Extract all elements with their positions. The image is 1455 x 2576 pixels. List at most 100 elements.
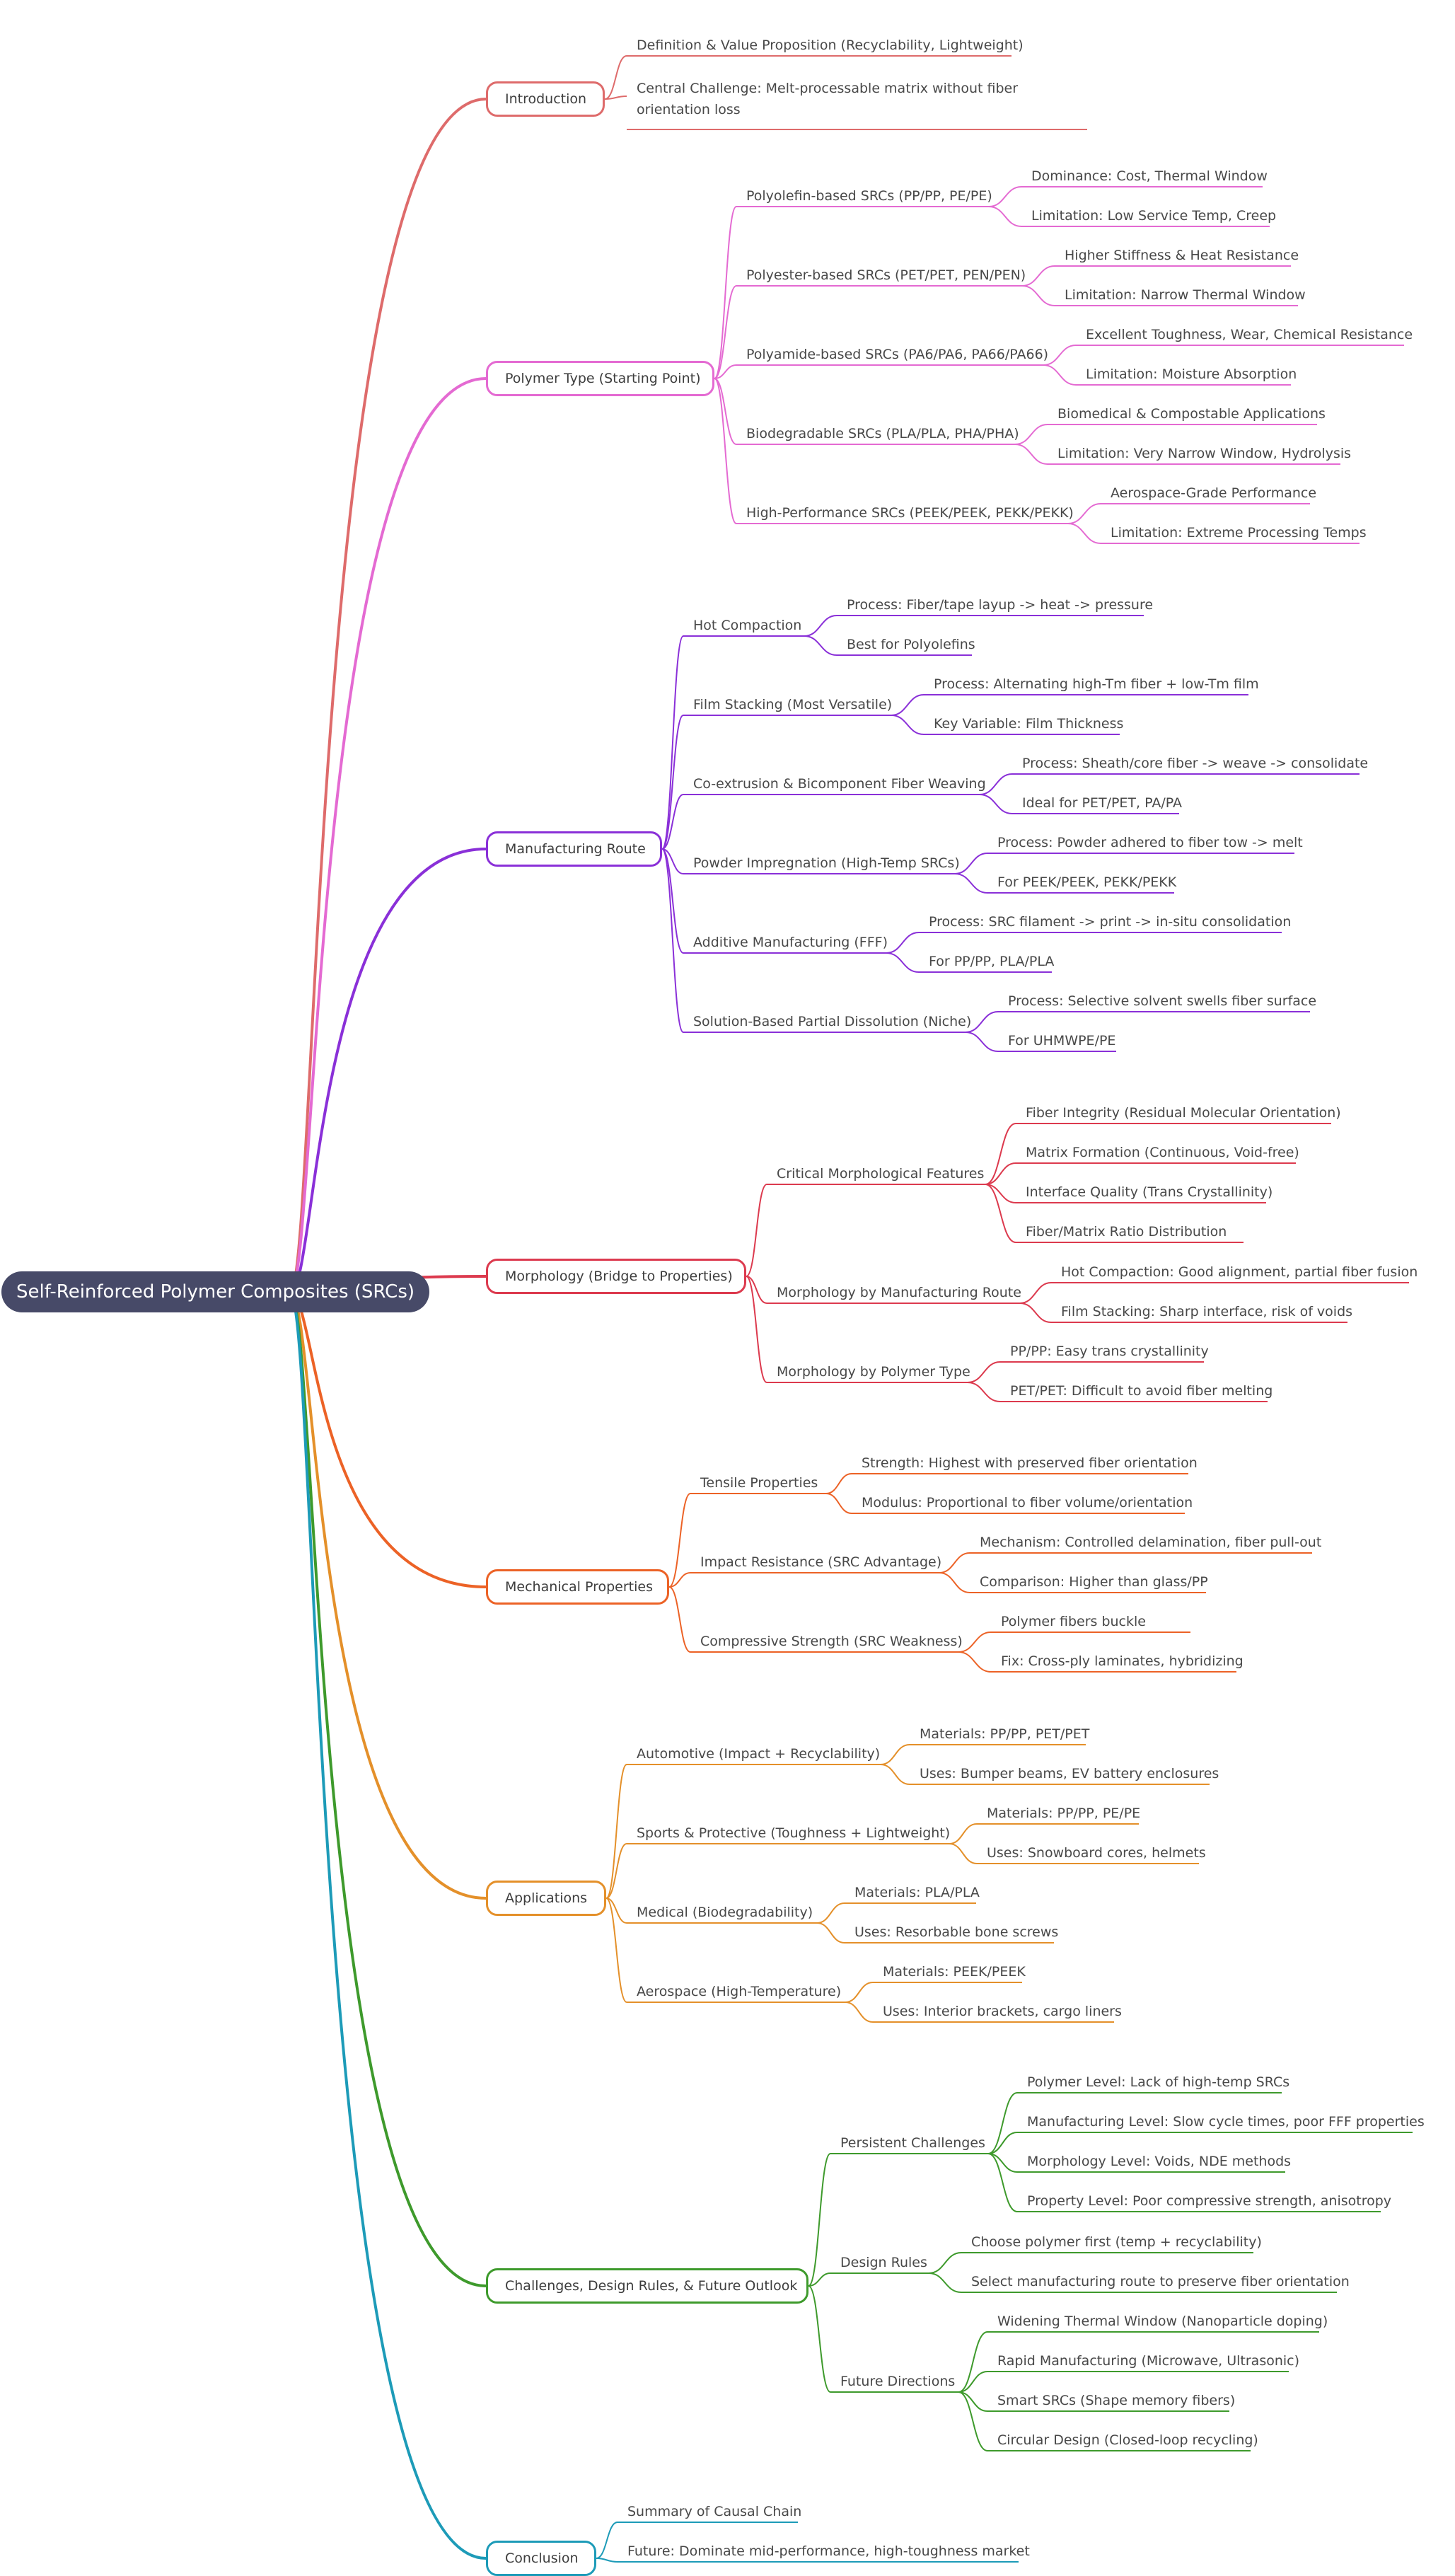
leaf-label[interactable]: Materials: PP/PP, PE/PE bbox=[987, 1806, 1141, 1821]
leaf-underline bbox=[1021, 186, 1263, 187]
subtopic-label[interactable]: Persistent Challenges bbox=[840, 2135, 985, 2151]
subtopic-label[interactable]: Tensile Properties bbox=[700, 1475, 818, 1491]
subtopic-label[interactable]: Additive Manufacturing (FFF) bbox=[693, 935, 888, 950]
subtopic-label[interactable]: Central Challenge: Melt-processable matr… bbox=[637, 81, 1019, 117]
leaf-label[interactable]: Process: SRC filament -> print -> in-sit… bbox=[929, 914, 1292, 930]
leaf-label[interactable]: Limitation: Low Service Temp, Creep bbox=[1031, 208, 1277, 224]
leaf-label[interactable]: Matrix Formation (Continuous, Void-free) bbox=[1026, 1145, 1299, 1160]
subtopic-label[interactable]: Sports & Protective (Toughness + Lightwe… bbox=[637, 1825, 951, 1841]
leaf-label[interactable]: Materials: PP/PP, PET/PET bbox=[920, 1726, 1090, 1742]
topic-node[interactable]: Challenges, Design Rules, & Future Outlo… bbox=[486, 2268, 808, 2304]
subtopic-label[interactable]: Medical (Biodegradability) bbox=[637, 1905, 813, 1920]
leaf-label[interactable]: Fiber Integrity (Residual Molecular Orie… bbox=[1026, 1105, 1341, 1121]
leaf-label[interactable]: Materials: PEEK/PEEK bbox=[883, 1964, 1026, 1980]
subtopic-label[interactable]: Powder Impregnation (High-Temp SRCs) bbox=[693, 855, 960, 871]
leaf-label[interactable]: Uses: Resorbable bone screws bbox=[854, 1924, 1059, 1940]
subtopic-label[interactable]: Definition & Value Proposition (Recyclab… bbox=[637, 37, 1024, 53]
subtopic-label[interactable]: Impact Resistance (SRC Advantage) bbox=[700, 1554, 942, 1570]
leaf-label[interactable]: Biomedical & Compostable Applications bbox=[1057, 406, 1326, 422]
subtopic-label[interactable]: Morphology by Polymer Type bbox=[777, 1364, 970, 1380]
leaf-label[interactable]: Limitation: Moisture Absorption bbox=[1086, 366, 1297, 382]
leaf-label[interactable]: Aerospace-Grade Performance bbox=[1111, 485, 1317, 501]
leaf-label[interactable]: Film Stacking: Sharp interface, risk of … bbox=[1061, 1304, 1353, 1319]
leaf-label[interactable]: For UHMWPE/PE bbox=[1008, 1033, 1116, 1049]
leaf-label[interactable]: Process: Selective solvent swells fiber … bbox=[1008, 993, 1317, 1009]
topic-node[interactable]: Mechanical Properties bbox=[486, 1569, 669, 1605]
leaf-label[interactable]: Limitation: Very Narrow Window, Hydrolys… bbox=[1057, 446, 1352, 461]
subtopic-label[interactable]: Compressive Strength (SRC Weakness) bbox=[700, 1634, 963, 1649]
leaf-label[interactable]: Modulus: Proportional to fiber volume/or… bbox=[862, 1495, 1193, 1511]
leaf-label[interactable]: Hot Compaction: Good alignment, partial … bbox=[1061, 1264, 1418, 1280]
subtopic-label[interactable]: Co-extrusion & Bicomponent Fiber Weaving bbox=[693, 776, 986, 792]
topic-node[interactable]: Polymer Type (Starting Point) bbox=[486, 361, 714, 396]
subtopic-label[interactable]: Critical Morphological Features bbox=[777, 1166, 985, 1182]
subtopic-label[interactable]: Aerospace (High-Temperature) bbox=[637, 1984, 842, 1999]
leaf-label[interactable]: Widening Thermal Window (Nanoparticle do… bbox=[997, 2314, 1328, 2329]
leaf-label[interactable]: Morphology Level: Voids, NDE methods bbox=[1027, 2154, 1292, 2169]
leaf-label[interactable]: Mechanism: Controlled delamination, fibe… bbox=[980, 1535, 1322, 1550]
leaf-label[interactable]: Process: Powder adhered to fiber tow -> … bbox=[997, 835, 1303, 850]
leaf-label[interactable]: Limitation: Extreme Processing Temps bbox=[1111, 525, 1367, 541]
leaf-label[interactable]: Limitation: Narrow Thermal Window bbox=[1065, 287, 1306, 303]
subtopic-label[interactable]: Biodegradable SRCs (PLA/PLA, PHA/PHA) bbox=[746, 426, 1019, 441]
leaf-label[interactable]: Strength: Highest with preserved fiber o… bbox=[862, 1455, 1198, 1471]
subtopic-label[interactable]: Future: Dominate mid-performance, high-t… bbox=[627, 2543, 1030, 2559]
topic-node[interactable]: Applications bbox=[486, 1881, 606, 1916]
leaf-label[interactable]: Manufacturing Level: Slow cycle times, p… bbox=[1027, 2114, 1425, 2130]
subtopic-label[interactable]: Polyester-based SRCs (PET/PET, PEN/PEN) bbox=[746, 267, 1026, 283]
leaf-label[interactable]: Higher Stiffness & Heat Resistance bbox=[1065, 248, 1299, 263]
leaf-label[interactable]: Best for Polyolefins bbox=[847, 637, 975, 652]
leaf-label[interactable]: Process: Fiber/tape layup -> heat -> pre… bbox=[847, 597, 1154, 613]
subtopic-label[interactable]: High-Performance SRCs (PEEK/PEEK, PEKK/P… bbox=[746, 505, 1074, 521]
subtopic-label[interactable]: Solution-Based Partial Dissolution (Nich… bbox=[693, 1014, 972, 1029]
leaf-label[interactable]: Uses: Bumper beams, EV battery enclosure… bbox=[920, 1766, 1219, 1781]
leaf-label[interactable]: For PP/PP, PLA/PLA bbox=[929, 954, 1055, 969]
leaf-label[interactable]: Choose polymer first (temp + recyclabili… bbox=[971, 2234, 1262, 2250]
subtopic-label[interactable]: Summary of Causal Chain bbox=[627, 2504, 802, 2519]
branch-connector bbox=[289, 1291, 487, 2560]
leaf-label[interactable]: Property Level: Poor compressive strengt… bbox=[1027, 2193, 1392, 2209]
leaf-label[interactable]: Fix: Cross-ply laminates, hybridizing bbox=[1001, 1653, 1244, 1669]
leaf-label[interactable]: Comparison: Higher than glass/PP bbox=[980, 1574, 1208, 1590]
subtopic-label[interactable]: Polyolefin-based SRCs (PP/PP, PE/PE) bbox=[746, 188, 992, 204]
leaf-label[interactable]: Process: Alternating high-Tm fiber + low… bbox=[934, 676, 1259, 692]
leaf-connector bbox=[1019, 1282, 1052, 1304]
leaf-underline bbox=[998, 1051, 1116, 1052]
topic-node[interactable]: Introduction bbox=[486, 81, 605, 117]
subtopic-label[interactable]: Future Directions bbox=[840, 2374, 956, 2389]
leaf-label[interactable]: Uses: Interior brackets, cargo liners bbox=[883, 2004, 1122, 2019]
leaf-label[interactable]: Uses: Snowboard cores, helmets bbox=[987, 1845, 1206, 1861]
leaf-label[interactable]: Polymer Level: Lack of high-temp SRCs bbox=[1027, 2074, 1290, 2090]
subtopic-label[interactable]: Design Rules bbox=[840, 2255, 927, 2270]
subtopic-label[interactable]: Polyamide-based SRCs (PA6/PA6, PA66/PA66… bbox=[746, 347, 1049, 362]
subtopic-label[interactable]: Hot Compaction bbox=[693, 618, 802, 633]
leaf-label[interactable]: Dominance: Cost, Thermal Window bbox=[1031, 168, 1268, 184]
root-node[interactable]: Self-Reinforced Polymer Composites (SRCs… bbox=[1, 1271, 429, 1312]
leaf-label[interactable]: Select manufacturing route to preserve f… bbox=[971, 2274, 1350, 2289]
subtopic-label[interactable]: Film Stacking (Most Versatile) bbox=[693, 697, 893, 712]
leaf-label[interactable]: Interface Quality (Trans Crystallinity) bbox=[1026, 1184, 1273, 1200]
leaf-label[interactable]: Excellent Toughness, Wear, Chemical Resi… bbox=[1086, 327, 1413, 342]
topic-node[interactable]: Manufacturing Route bbox=[486, 831, 662, 867]
leaf-underline bbox=[961, 2252, 1253, 2253]
leaf-label[interactable]: Key Variable: Film Thickness bbox=[934, 716, 1124, 732]
leaf-label[interactable]: Ideal for PET/PET, PA/PA bbox=[1022, 795, 1182, 811]
leaf-label[interactable]: Circular Design (Closed-loop recycling) bbox=[997, 2432, 1258, 2448]
subtopic-label[interactable]: Automotive (Impact + Recyclability) bbox=[637, 1746, 881, 1762]
leaf-label[interactable]: Rapid Manufacturing (Microwave, Ultrason… bbox=[997, 2353, 1300, 2369]
leaf-label[interactable]: Polymer fibers buckle bbox=[1001, 1614, 1146, 1629]
leaf-label[interactable]: PP/PP: Easy trans crystallinity bbox=[1010, 1344, 1209, 1359]
leaf-label[interactable]: Fiber/Matrix Ratio Distribution bbox=[1026, 1224, 1227, 1240]
leaf-label[interactable]: Smart SRCs (Shape memory fibers) bbox=[997, 2393, 1236, 2408]
topic-node[interactable]: Conclusion bbox=[486, 2541, 596, 2576]
subtopic-underline bbox=[618, 2522, 798, 2523]
leaf-underline bbox=[919, 932, 1282, 933]
sub-connector bbox=[808, 2272, 831, 2287]
topic-node[interactable]: Morphology (Bridge to Properties) bbox=[486, 1259, 746, 1294]
leaf-label[interactable]: PET/PET: Difficult to avoid fiber meltin… bbox=[1010, 1383, 1273, 1399]
leaf-label[interactable]: Materials: PLA/PLA bbox=[854, 1885, 980, 1900]
leaf-connector bbox=[891, 694, 924, 716]
subtopic-label[interactable]: Morphology by Manufacturing Route bbox=[777, 1285, 1021, 1300]
leaf-label[interactable]: Process: Sheath/core fiber -> weave -> c… bbox=[1022, 756, 1369, 771]
leaf-label[interactable]: For PEEK/PEEK, PEKK/PEKK bbox=[997, 874, 1177, 890]
